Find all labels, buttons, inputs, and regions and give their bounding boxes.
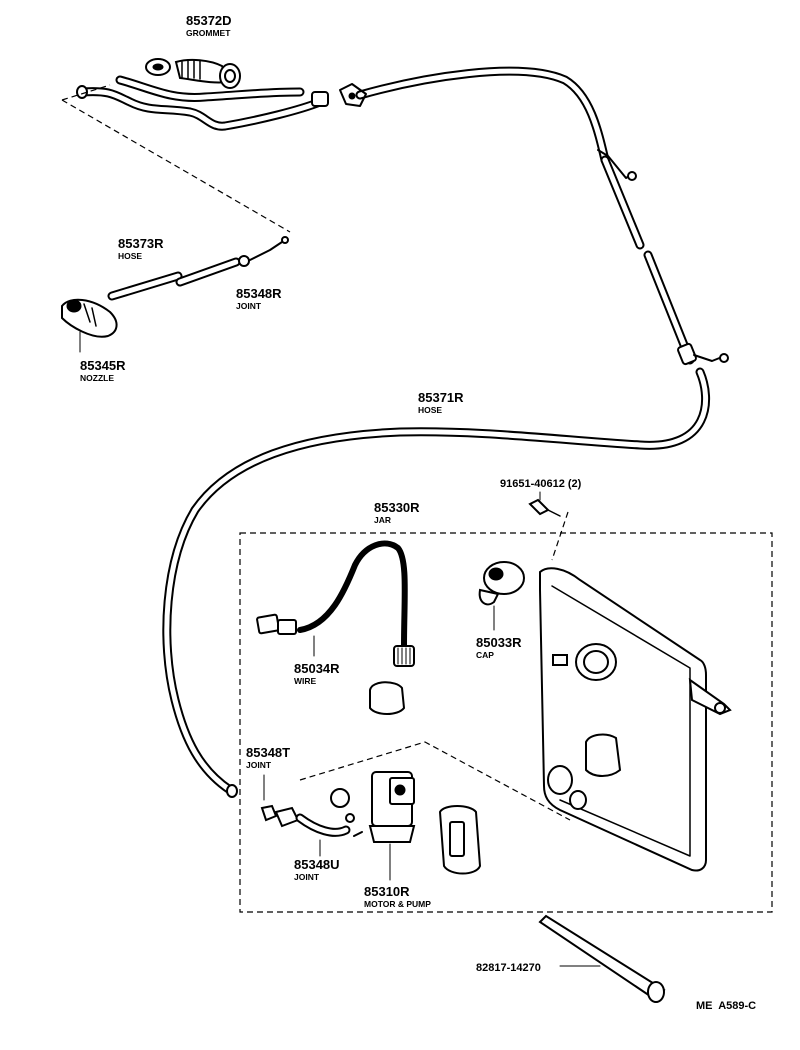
label-85345R-number: 85345R [80, 358, 126, 373]
lower-long-part [538, 914, 666, 1003]
joints-part [260, 774, 351, 857]
label-85034R-name: WIRE [294, 676, 317, 686]
label-85372D-name: GROMMET [186, 28, 231, 38]
label-85348T-name: JOINT [246, 760, 272, 770]
label-85372D-number: 85372D [186, 13, 232, 28]
label-85345R-name: NOZZLE [80, 373, 114, 383]
label-85371R-number: 85371R [418, 390, 464, 405]
screw-part [528, 491, 561, 517]
label-91651-number: 91651-40612 (2) [500, 478, 582, 490]
main-hose-loop [162, 367, 711, 798]
grommet-part [145, 58, 241, 89]
label-85033R-name: CAP [476, 650, 494, 660]
nozzle-part [61, 298, 118, 353]
leader-dashed-top-2 [61, 84, 111, 101]
jar-assembly-box [239, 532, 773, 913]
label-85373R-name: HOSE [118, 251, 142, 261]
label-85348T-number: 85348T [246, 745, 290, 760]
label-85310R-number: 85310R [364, 884, 410, 899]
label-82817-number: 82817-14270 [476, 962, 541, 974]
leader-dashed-top [61, 99, 291, 233]
label-85033R-number: 85033R [476, 635, 522, 650]
wire-part [256, 540, 415, 715]
label-85034R-number: 85034R [294, 661, 340, 676]
label-85330R-number: 85330R [374, 500, 420, 515]
label-85348U-number: 85348U [294, 857, 340, 872]
cap-part [478, 561, 525, 631]
pump-leader [299, 741, 571, 821]
label-85348R-number: 85348R [236, 286, 282, 301]
label-85330R-name: JAR [374, 515, 391, 525]
jar-part [539, 567, 732, 872]
label-85310R-name: MOTOR & PUMP [364, 899, 431, 909]
label-85373R-number: 85373R [118, 236, 164, 251]
pad-part [438, 805, 482, 875]
label-85348R-name: JOINT [236, 301, 262, 311]
screw-leader [551, 511, 569, 561]
small-hose-assembly [107, 236, 289, 301]
right-hose-segments [600, 155, 729, 366]
label-85371R-name: HOSE [418, 405, 442, 415]
upper-hose-run [76, 66, 637, 181]
motor-pump-part [330, 771, 416, 881]
footer-code: ME A589-C [696, 1000, 756, 1012]
label-85348U-name: JOINT [294, 872, 320, 882]
